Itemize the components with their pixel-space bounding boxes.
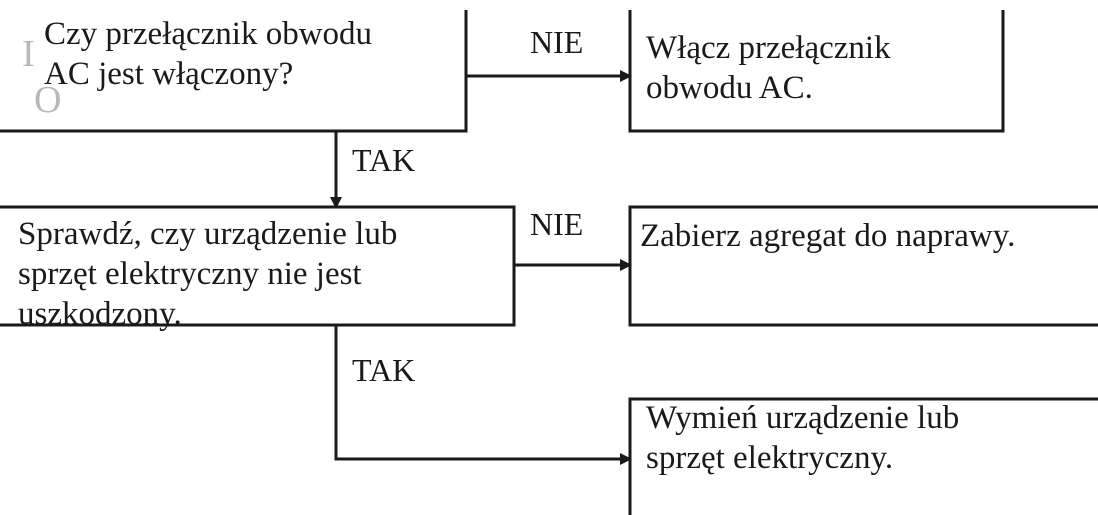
node-action-2: Zabierz agregat do naprawy. [640,218,1016,254]
edge-label-q1-no: NIE [530,24,584,60]
node-question-2: Sprawdź, czy urządzenie lub sprzęt elekt… [18,216,398,332]
node-question-1: Czy przełącznik obwodu AC jest włączony? [44,16,373,92]
edge-label-q2-no: NIE [530,206,584,242]
arrow-q2-yes [334,325,632,465]
edge-label-q1-yes: TAK [352,142,416,178]
box-question-1 [0,10,468,133]
node-action-3: Wymień urządzenie lub sprzęt elektryczny… [646,400,960,476]
ghost-letter-first: I [22,33,35,75]
node-action-1: Włącz przełącznik obwodu AC. [646,30,891,106]
box-action-3 [628,397,1098,515]
ghost-letter-second: O [34,79,62,121]
edge-label-q2-yes: TAK [352,352,416,388]
